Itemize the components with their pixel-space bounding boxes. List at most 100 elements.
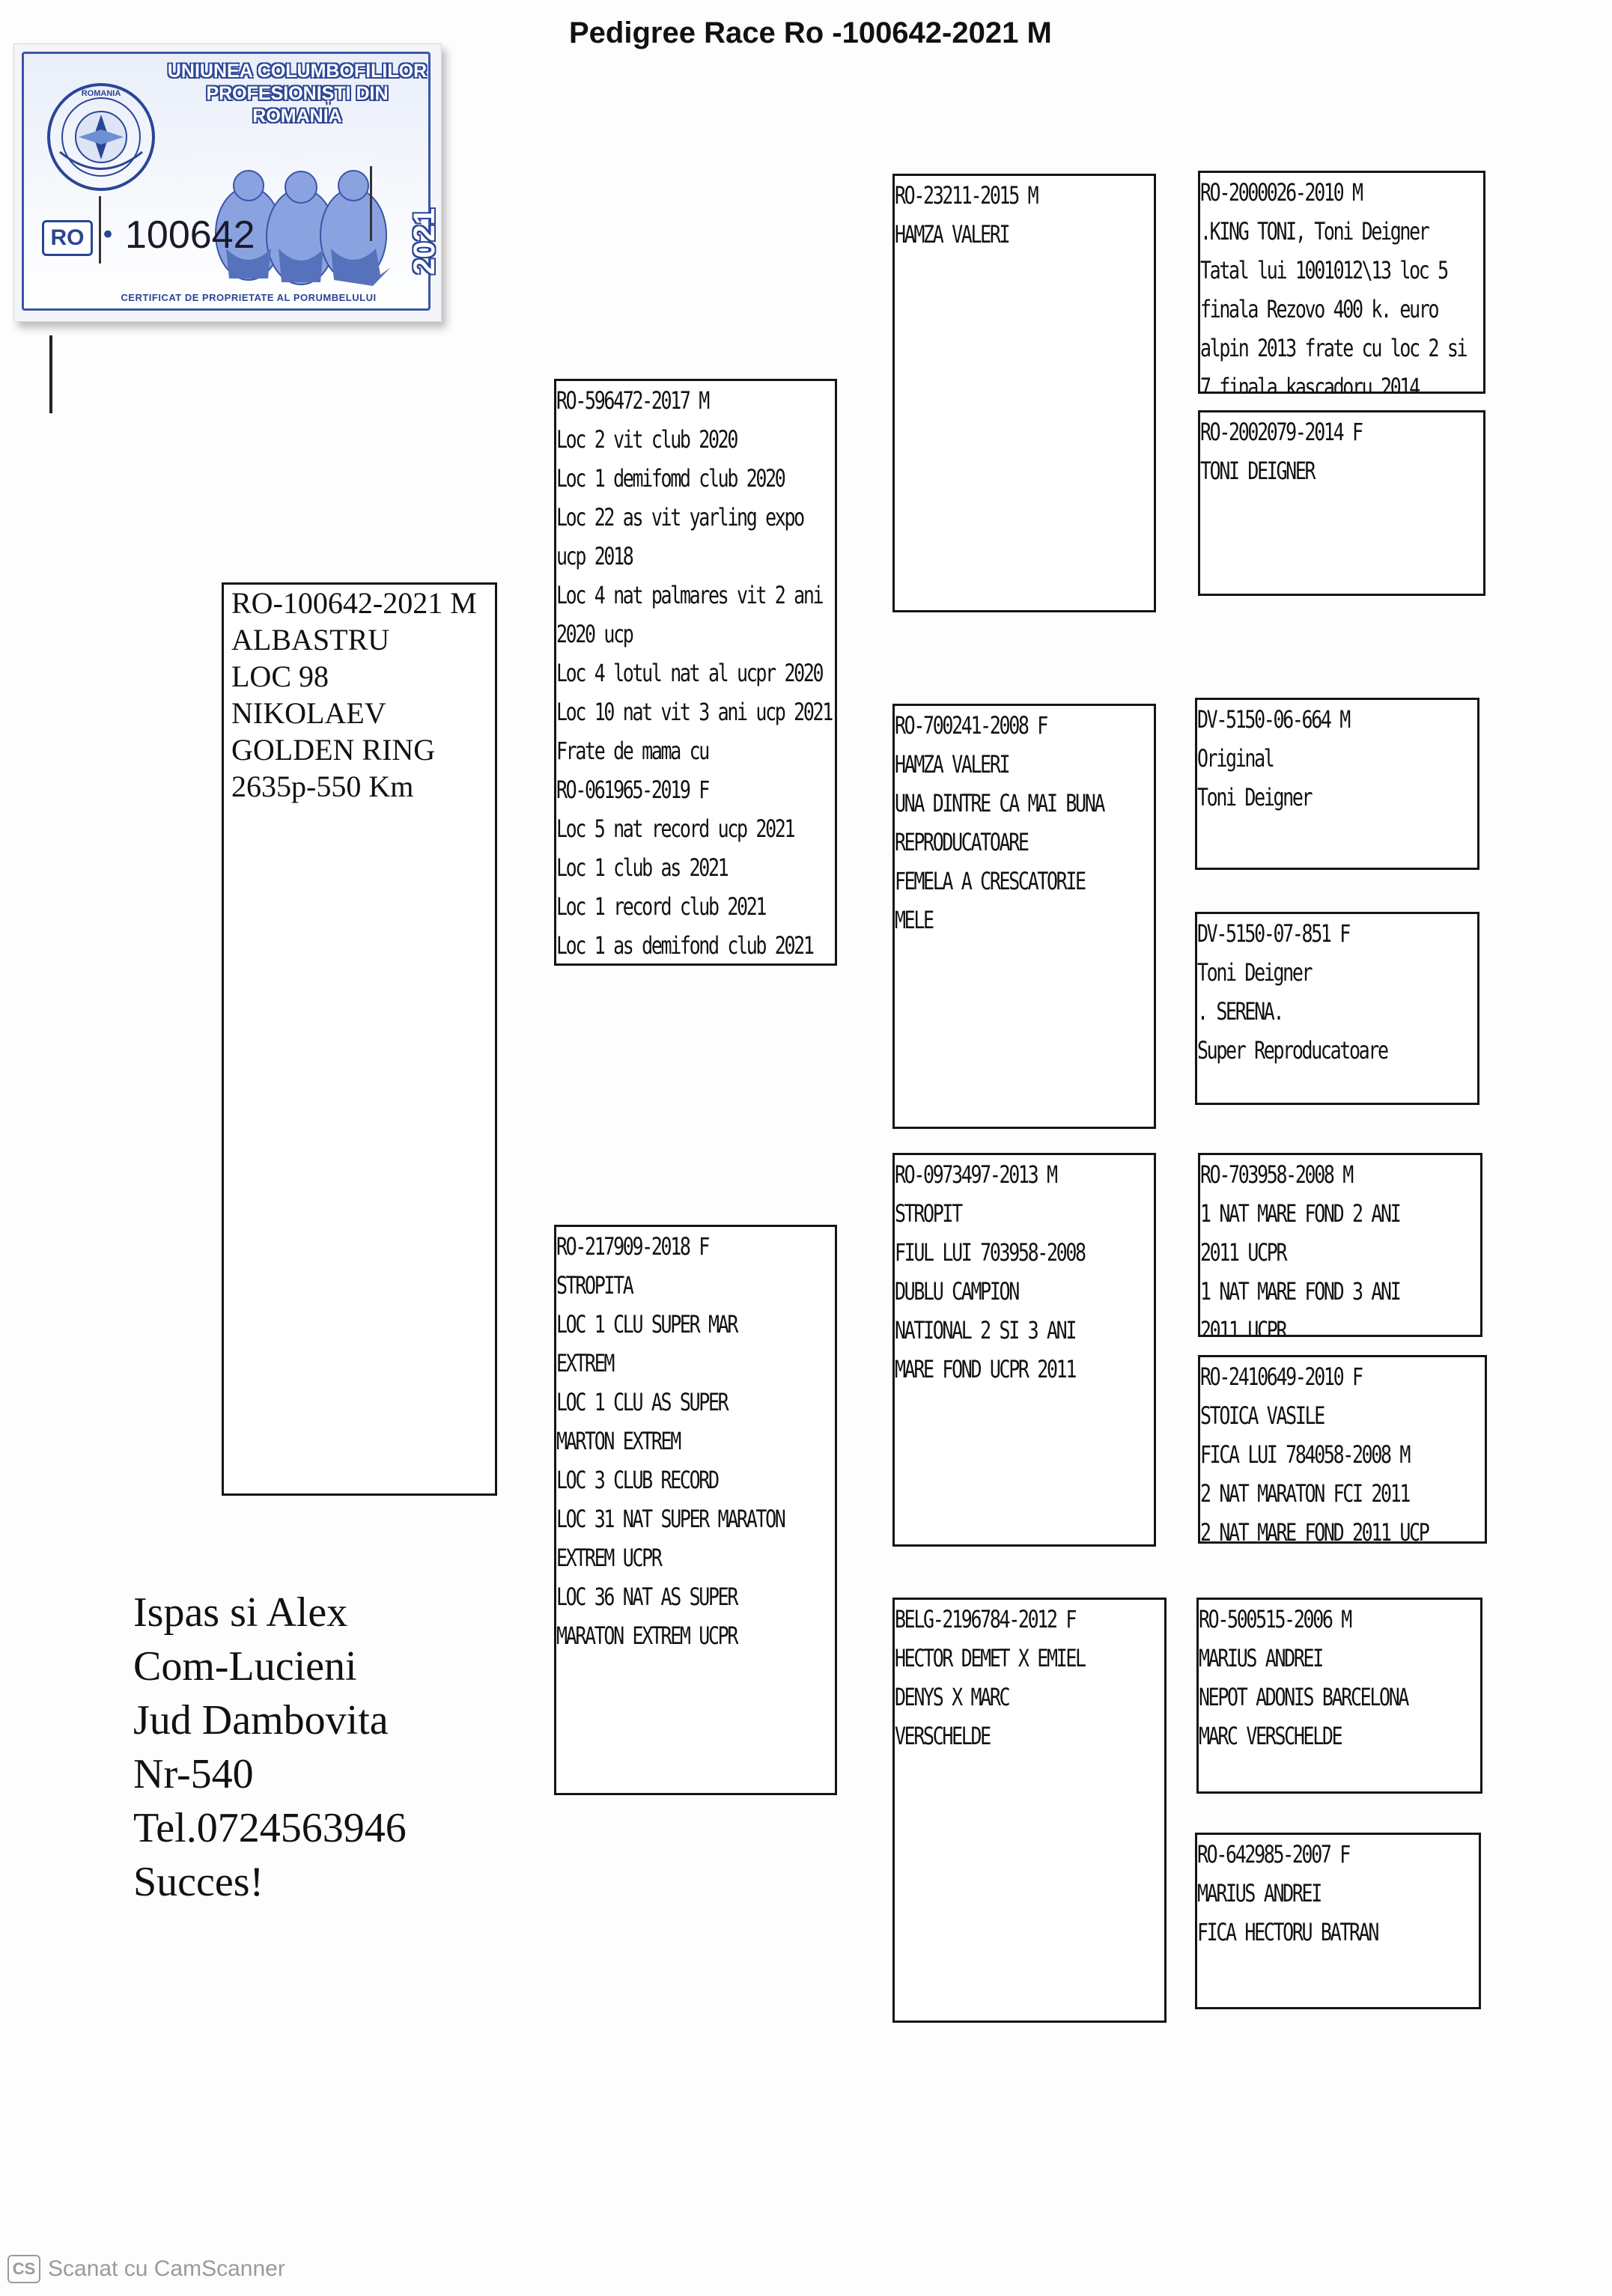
sss-box: RO-2000026-2010 M .KING TONI, Toni Deigne… xyxy=(1198,171,1485,394)
sire-sire-box: RO-23211-2015 M HAMZA VALERI xyxy=(892,174,1156,612)
ssd-box: RO-2002079-2014 F TONI DEIGNER xyxy=(1198,410,1485,596)
ring-number: 100642 xyxy=(125,213,255,257)
text-line: Loc 5 nat record ucp 2021 xyxy=(556,814,796,843)
text-line: GOLDEN RING xyxy=(231,733,436,767)
text-line: FEMELA A CRESCATORIE xyxy=(895,867,1086,895)
dam-dam-box: BELG-2196784-2012 F HECTOR DEMET X EMIEL… xyxy=(892,1598,1167,2023)
certificate-line xyxy=(370,166,372,241)
dam-dam-lines: BELG-2196784-2012 F HECTOR DEMET X EMIEL… xyxy=(895,1600,1164,1756)
certificate-header-line2: PROFESIONIȘTI DIN ROMANIA xyxy=(206,83,389,127)
text-line: UNA DINTRE CA MAI BUNA xyxy=(895,789,1105,817)
text-line: STROPITA xyxy=(556,1271,634,1300)
text-line: TONI DEIGNER xyxy=(1200,457,1316,485)
text-line: MARATON EXTREM UCPR xyxy=(556,1621,738,1650)
text-line: MELE xyxy=(895,906,934,934)
country-code-badge: RO xyxy=(42,220,93,256)
camscanner-watermark: CS Scanat cu CamScanner xyxy=(7,2255,285,2283)
certificate-header: UNIUNEA COLUMBOFILILOR PROFESIONIȘTI DIN… xyxy=(166,60,428,127)
text-line: .KING TONI, Toni Deigner xyxy=(1200,217,1430,246)
text-line: HAMZA VALERI xyxy=(895,220,1011,249)
union-seal-icon: ROMANIA xyxy=(47,83,155,191)
text-line: Loc 4 lotul nat al ucpr 2020 xyxy=(556,659,824,687)
text-line: Super Reproducatoare xyxy=(1197,1036,1389,1065)
text-line: RO-703958-2008 M xyxy=(1200,1160,1354,1189)
sire-sire-lines: RO-23211-2015 M HAMZA VALERI xyxy=(895,176,1154,254)
text-line: Loc 22 as vit yarling expo xyxy=(556,503,805,532)
text-line: LOC 98 xyxy=(231,660,329,693)
text-line: DENYS X MARC xyxy=(895,1683,1011,1711)
text-line: Loc 1 club as 2021 xyxy=(556,853,729,882)
text-line: finala Rezovo 400 k. euro xyxy=(1200,295,1440,323)
certificate-frame: UNIUNEA COLUMBOFILILOR PROFESIONIȘTI DIN… xyxy=(22,52,441,311)
text-line: RO-2000026-2010 M xyxy=(1200,178,1363,207)
text-line: LOC 1 CLU AS SUPER xyxy=(556,1388,729,1416)
text-line: RO-700241-2008 F xyxy=(895,711,1048,740)
text-line: Frate de mama cu xyxy=(556,737,710,765)
separator-dot: • xyxy=(100,220,116,250)
text-line: 2011 UCPR xyxy=(1200,1316,1288,1337)
text-line: Tel.0724563946 xyxy=(133,1805,407,1851)
seal-label: ROMANIA xyxy=(82,89,121,98)
sire-dam-lines: RO-700241-2008 F HAMZA VALERI UNA DINTRE … xyxy=(895,706,1154,940)
ssd-lines: RO-2002079-2014 F TONI DEIGNER xyxy=(1200,412,1483,490)
text-line: EXTREM UCPR xyxy=(556,1544,663,1572)
text-line: FICA LUI 784058-2008 M xyxy=(1200,1440,1411,1469)
text-line: 7 finala kascadoru 2014 xyxy=(1200,373,1420,394)
sire-dam-box: RO-700241-2008 F HAMZA VALERI UNA DINTRE … xyxy=(892,704,1156,1129)
text-line: 1 NAT MARE FOND 3 ANI xyxy=(1200,1277,1402,1306)
text-line: STOICA VASILE xyxy=(1200,1401,1325,1430)
text-line: HAMZA VALERI xyxy=(895,750,1011,779)
text-line: NEPOT ADONIS BARCELONA xyxy=(1199,1683,1409,1711)
text-line: MARE FOND UCPR 2011 xyxy=(895,1355,1077,1383)
text-line: MARC VERSCHELDE xyxy=(1199,1722,1343,1750)
ownership-certificate: UNIUNEA COLUMBOFILILOR PROFESIONIȘTI DIN… xyxy=(13,43,442,322)
text-line: Toni Deigner xyxy=(1197,783,1313,811)
text-line: 2020 ucp xyxy=(556,620,634,648)
text-line: MARIUS ANDREI xyxy=(1197,1879,1322,1907)
text-line: Loc 1 demifomd club 2020 xyxy=(556,464,786,493)
text-line: BELG-2196784-2012 F xyxy=(895,1605,1077,1633)
connector-line xyxy=(49,335,52,413)
text-line: MARIUS ANDREI xyxy=(1199,1644,1324,1672)
text-line: EXTREM xyxy=(556,1349,615,1377)
text-line: 2635p-550 Km xyxy=(231,770,414,803)
text-line: DUBLU CAMPION xyxy=(895,1277,1020,1306)
text-line: ucp 2018 xyxy=(556,542,634,570)
pigeons-illustration-icon xyxy=(215,170,391,286)
text-line: Jud Dambovita xyxy=(133,1697,389,1744)
text-line: Loc 1 as demifond club 2021 xyxy=(556,931,815,960)
text-line: RO-2002079-2014 F xyxy=(1200,418,1363,446)
certificate-footer: CERTIFICAT DE PROPRIETATE AL PORUMBELULU… xyxy=(121,292,377,303)
text-line: alpin 2013 frate cu loc 2 si xyxy=(1200,334,1468,362)
text-line: NATIONAL 2 SI 3 ANI xyxy=(895,1316,1077,1345)
text-line: Original xyxy=(1197,744,1275,773)
text-line: 2 NAT MARE FOND 2011 UCP xyxy=(1200,1518,1430,1544)
text-line: RO-500515-2006 M xyxy=(1199,1605,1352,1633)
text-line: LOC 3 CLUB RECORD xyxy=(556,1466,720,1494)
text-line: RO-0973497-2013 M xyxy=(895,1160,1058,1189)
text-line: Com-Lucieni xyxy=(133,1643,357,1690)
text-line: Tatal lui 1001012\13 loc 5 xyxy=(1200,256,1449,284)
dds-box: RO-500515-2006 M MARIUS ANDREI NEPOT ADON… xyxy=(1196,1598,1482,1794)
text-line: 2 NAT MARATON FCI 2011 xyxy=(1200,1479,1411,1508)
text-line: 2011 UCPR xyxy=(1200,1238,1288,1267)
text-line: DV-5150-06-664 M xyxy=(1197,705,1351,734)
text-line: Succes! xyxy=(133,1859,264,1905)
text-line: . SERENA. xyxy=(1197,997,1285,1026)
text-line: HECTOR DEMET X EMIEL xyxy=(895,1644,1086,1672)
text-line: RO-100642-2021 M xyxy=(231,586,477,620)
text-line: LOC 1 CLU SUPER MAR xyxy=(556,1310,738,1339)
text-line: LOC 31 NAT SUPER MARATON xyxy=(556,1505,786,1533)
text-line: VERSCHELDE xyxy=(895,1722,991,1750)
